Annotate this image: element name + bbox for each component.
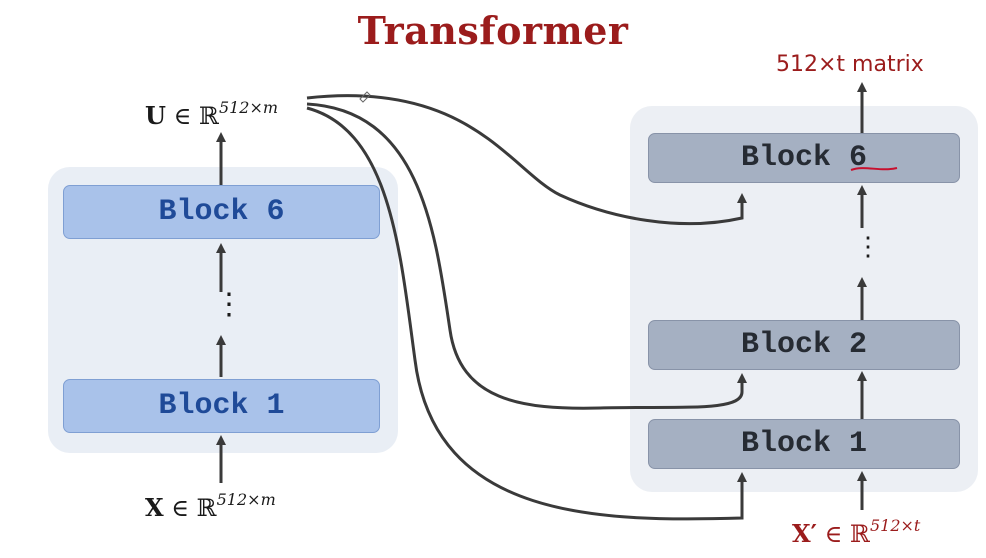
- label-set: ℝ: [196, 494, 217, 522]
- diagram-title: Transformer: [357, 8, 629, 53]
- label-dimension: 512×t: [869, 516, 921, 535]
- decoder-output-label: 512×t matrix: [776, 52, 924, 77]
- cross-link-to-block2: [306, 102, 747, 410]
- label-symbol: X: [145, 493, 164, 522]
- encoder-ellipsis: ⋮: [214, 287, 244, 322]
- label-dimension: 512×m: [216, 490, 276, 509]
- encoder-output-label: U ∈ ℝ512×m: [145, 98, 279, 130]
- label-op: ∈: [171, 494, 190, 522]
- encoder-block-1: Block 1: [63, 379, 380, 433]
- encoder-input-label: X ∈ ℝ512×m: [145, 490, 276, 522]
- decoder-block-1: Block 1: [648, 419, 960, 469]
- label-op: ∈: [824, 520, 843, 548]
- label-dimension: 512×m: [218, 98, 279, 117]
- decoder-ellipsis: ⋮: [855, 232, 881, 262]
- annotation-underline: [850, 167, 898, 171]
- decoder-input-label: X′ ∈ ℝ512×t: [792, 516, 921, 548]
- label-symbol: X′: [792, 519, 817, 548]
- decoder-block-2: Block 2: [648, 320, 960, 370]
- encoder-block-6: Block 6: [63, 185, 380, 239]
- label-symbol: U: [145, 101, 166, 130]
- label-set: ℝ: [850, 520, 870, 548]
- label-op: ∈: [173, 102, 192, 130]
- cross-link-to-block6: [306, 94, 747, 226]
- decoder-block-6: Block 6: [648, 133, 960, 183]
- label-set: ℝ: [198, 102, 219, 130]
- pencil-icon: [359, 91, 371, 103]
- cross-link-to-block1: [306, 106, 747, 521]
